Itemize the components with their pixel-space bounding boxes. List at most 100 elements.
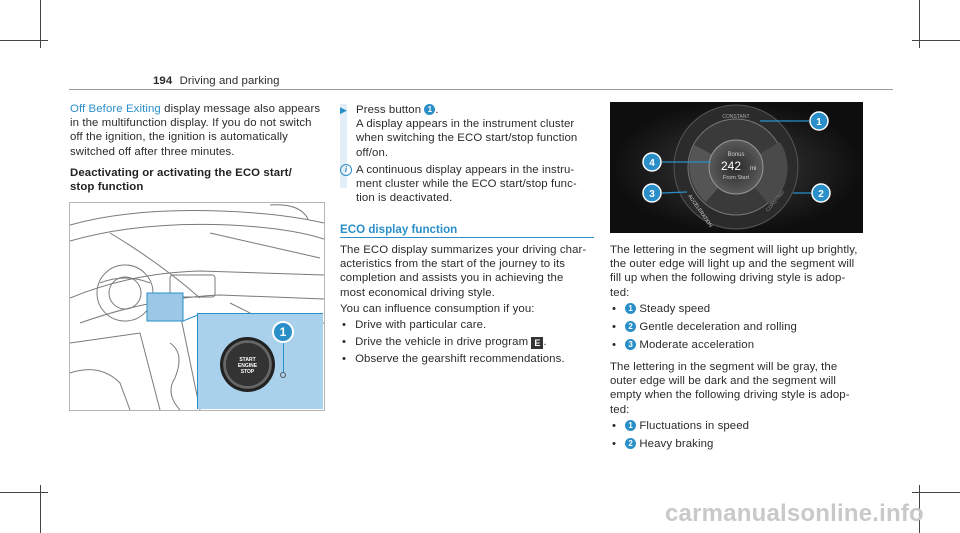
callout-3-badge	[642, 183, 662, 203]
highlight-button-area	[146, 292, 184, 322]
body-line: most economical driving style.	[340, 286, 495, 299]
bullet: •	[612, 438, 617, 451]
callout-1-badge: 1	[272, 321, 294, 343]
para-line: ted:	[610, 403, 630, 416]
eco-heading: ECO display function	[340, 223, 458, 236]
info-text: A continuous display appears in the inst…	[356, 163, 596, 206]
crop-mark	[919, 485, 920, 533]
step-bar	[340, 104, 347, 188]
para-line: empty when the following driving style i…	[610, 389, 850, 402]
callout-line	[283, 339, 284, 373]
crop-mark	[919, 0, 920, 48]
header-rule	[69, 89, 893, 90]
subheading-line: Deactivating or activating the ECO start…	[70, 167, 292, 179]
bullet: •	[342, 353, 347, 366]
start-stop-button[interactable]	[220, 337, 275, 392]
crop-mark	[40, 0, 41, 48]
bullet-text: .	[543, 336, 547, 349]
list-item: • 2 Gentle deceleration and rolling	[612, 320, 872, 334]
drive-program-e-icon: E	[531, 337, 544, 350]
callout-1-inline: 1	[625, 303, 637, 314]
eco-heading-rule	[340, 237, 594, 238]
eco-bullets: • Drive with particular care. • Drive the …	[342, 318, 598, 367]
body-line: completion and assists you in achieving …	[340, 272, 564, 285]
para-line: ted:	[610, 286, 630, 299]
callout-label: 1	[816, 117, 822, 128]
off-before-exiting-link[interactable]: Off Before Exiting	[70, 103, 161, 115]
section-title: Driving and parking	[179, 75, 280, 87]
crop-mark	[0, 492, 48, 493]
button-text: ENGINE	[237, 363, 258, 369]
bullet: •	[342, 319, 347, 331]
bonus-unit: mi	[750, 166, 756, 172]
callout-1-inline: 1	[424, 104, 436, 115]
bullet-text: Observe the gearshift recommendations.	[355, 353, 565, 366]
eco-display-figure: CONSTANT ACCELERATION COASTING Bonus 242…	[610, 102, 863, 233]
list-text: Heavy braking	[639, 438, 714, 451]
start-stop-label: START ENGINE STOP	[220, 357, 275, 375]
bullet-text: Drive the vehicle in drive program	[355, 336, 532, 349]
step-text: Press button 1. A display appears in the…	[356, 103, 596, 160]
left-subheading: Deactivating or activating the ECO start…	[70, 166, 292, 194]
step-detail-line: when switching the ECO start/stop functi…	[356, 132, 578, 145]
list-text: Gentle deceleration and rolling	[639, 321, 797, 334]
eco-body: The ECO display summarizes your driving …	[340, 243, 596, 316]
callout-2-badge	[811, 183, 831, 203]
body-line: You can influence consumption if you:	[340, 302, 535, 315]
step-arrow-icon: ▶	[340, 105, 348, 115]
detail-inset-frame	[197, 313, 323, 409]
callout-3-inline: 3	[625, 339, 637, 351]
list-text: Fluctuations in speed	[639, 420, 750, 432]
button-text: START	[239, 357, 256, 363]
step-detail-line: off/on.	[356, 146, 389, 159]
intro-line: in the multifunction display. If you do …	[70, 117, 312, 130]
list-item: • 1 Steady speed	[612, 302, 872, 316]
callout-label: 3	[649, 189, 655, 200]
right-list-2: • 1 Fluctuations in speed • 2 Heavy brakin…	[612, 419, 872, 451]
bullet: •	[612, 420, 617, 432]
bonus-from: From Start	[723, 175, 749, 181]
bonus-label: Bonus	[727, 152, 744, 158]
callout-2-inline: 2	[625, 321, 637, 333]
crop-mark	[0, 40, 48, 41]
bullet: •	[612, 339, 617, 352]
info-line: A continuous display appears in the inst…	[356, 164, 575, 176]
watermark: carmanualsonline.info	[665, 500, 924, 527]
step-line: .	[435, 104, 439, 116]
intro-line: display message also appears	[160, 103, 321, 115]
callout-label: 4	[649, 158, 655, 169]
list-item: • 3 Moderate acceleration	[612, 338, 872, 352]
bullet: •	[612, 303, 617, 315]
eco-display-drawing: CONSTANT ACCELERATION COASTING Bonus 242…	[610, 102, 863, 233]
callout-1-inline: 1	[625, 420, 637, 431]
right-list-1: • 1 Steady speed • 2 Gentle deceleration a…	[612, 302, 872, 353]
intro-line: switched off after three minutes.	[70, 145, 235, 158]
step-line: Press button	[356, 104, 425, 116]
bullet: •	[342, 336, 347, 349]
body-line: The ECO display summarizes your driving …	[340, 244, 587, 256]
bullet: •	[612, 321, 617, 334]
callout-2-inline: 2	[625, 438, 637, 450]
intro-line: off the ignition, the ignition is automa…	[70, 131, 288, 144]
page-number: 194	[153, 75, 173, 87]
list-item: • 1 Fluctuations in speed	[612, 419, 872, 433]
bullet-text: Drive with particular care.	[355, 319, 487, 331]
list-text: Steady speed	[639, 303, 711, 315]
list-item: • 2 Heavy braking	[612, 437, 872, 451]
body-line: acteristics from the start of the journe…	[340, 258, 566, 271]
label-constant: CONSTANT	[722, 114, 749, 120]
callout-1-badge	[809, 111, 829, 131]
para-line: the outer edge will light up and the seg…	[610, 258, 855, 271]
page-header: 194 Driving and parking	[153, 74, 280, 88]
para-line: The lettering in the segment will be gra…	[610, 361, 838, 373]
crop-mark	[912, 40, 960, 41]
left-intro: Off Before Exiting display message also …	[70, 102, 330, 159]
callout-label: 2	[818, 189, 824, 200]
right-para-2: The lettering in the segment will be gra…	[610, 360, 870, 417]
info-line: tion is deactivated.	[356, 192, 453, 205]
crop-mark	[912, 492, 960, 493]
info-line: ment cluster while the ECO start/stop fu…	[356, 178, 577, 191]
para-line: The lettering in the segment will light …	[610, 244, 858, 256]
bonus-value: 242	[721, 159, 741, 173]
list-text: Moderate acceleration	[639, 339, 755, 352]
